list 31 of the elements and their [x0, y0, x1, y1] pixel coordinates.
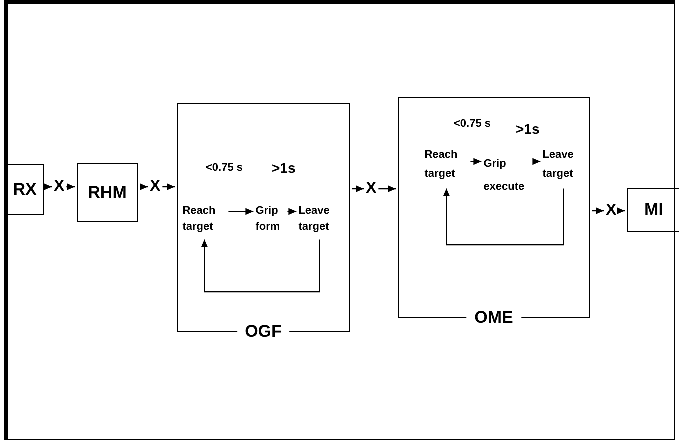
- arrow: [288, 208, 297, 216]
- arrow: [378, 186, 396, 192]
- arrow: [532, 158, 541, 166]
- arrow: [140, 184, 148, 190]
- arrow: [592, 208, 604, 214]
- process-box: MI: [627, 188, 679, 232]
- arrow: [44, 184, 52, 190]
- arrow: [617, 208, 625, 214]
- arrow: [201, 240, 320, 293]
- junction-label: X: [606, 202, 617, 220]
- junction-label: X: [150, 178, 161, 196]
- step-label: Grip form: [256, 202, 286, 237]
- time-label: >1s: [272, 160, 296, 176]
- arrow: [228, 208, 254, 216]
- time-label: >1s: [516, 121, 540, 137]
- step-label: Grip execute: [484, 152, 534, 195]
- time-label: <0.75 s: [206, 162, 244, 174]
- arrow: [470, 158, 482, 166]
- arrow: [352, 186, 364, 192]
- step-label: Reach target: [424, 146, 469, 186]
- arrow: [443, 188, 564, 246]
- junction-label: X: [366, 180, 377, 198]
- step-label: Reach target: [182, 202, 227, 237]
- time-label: <0.75 s: [454, 118, 492, 130]
- junction-label: X: [54, 178, 65, 196]
- process-box: RHM: [77, 163, 138, 222]
- step-label: Leave target: [542, 146, 585, 186]
- arrow: [162, 184, 175, 190]
- process-box: RX: [6, 164, 44, 215]
- arrow: [66, 184, 75, 190]
- step-label: Leave target: [298, 202, 341, 237]
